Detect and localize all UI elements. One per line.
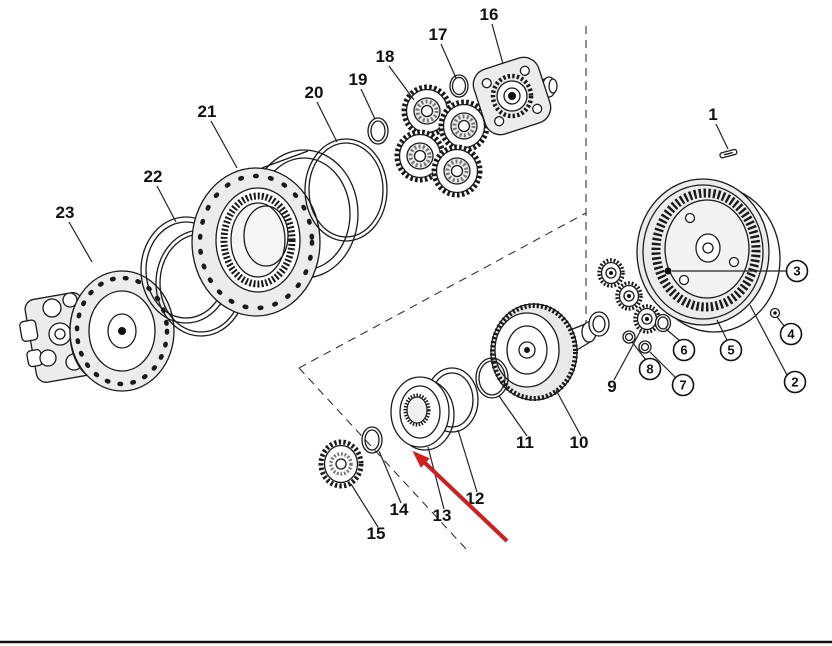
svg-text:5: 5 (727, 343, 734, 358)
part-21-gearbox-housing-drum (191, 149, 359, 317)
svg-text:7: 7 (679, 378, 686, 393)
callout-circled-6: 6 (672, 338, 696, 362)
callout-23: 23 (56, 203, 75, 222)
part-20-ring (304, 138, 388, 242)
callout-circled-3: 3 (785, 259, 809, 283)
part-17-ring (449, 74, 469, 98)
part-9-bearing-gears (597, 258, 661, 334)
callout-15: 15 (367, 524, 386, 543)
callouts-plain: 16 17 18 19 20 21 22 23 1 9 10 11 12 13 … (56, 5, 718, 543)
callout-21: 21 (198, 102, 217, 121)
part-16-carrier-plate (472, 56, 558, 136)
red-arrow (412, 450, 509, 543)
leader-lines (68, 23, 788, 528)
part-14-ring (361, 426, 383, 454)
svg-text:4: 4 (787, 327, 795, 342)
callout-20: 20 (305, 83, 324, 102)
part-10-gear-drum (490, 303, 610, 401)
callout-11: 11 (516, 433, 534, 452)
callout-circled-7: 7 (671, 373, 695, 397)
callout-circled-4: 4 (779, 322, 803, 346)
callout-circled-8: 8 (638, 357, 662, 381)
parts-6-7-8-washers (622, 313, 672, 354)
part-2-5-cover-housing (636, 178, 781, 333)
plug-part-4 (769, 307, 781, 319)
part-1-pin (719, 148, 738, 159)
callouts-circled: 3 4 5 6 2 8 7 (638, 259, 809, 397)
callout-9: 9 (607, 377, 616, 396)
section-dashed-lines (298, 26, 587, 550)
svg-text:2: 2 (791, 375, 798, 390)
callout-17: 17 (429, 25, 448, 44)
svg-text:6: 6 (680, 343, 687, 358)
red-arrow-head (412, 450, 430, 468)
part-13-thrust-plate (390, 376, 455, 451)
callout-18: 18 (376, 47, 395, 66)
part-11-ring (475, 357, 509, 399)
callout-13: 13 (433, 506, 452, 525)
callout-12: 12 (466, 489, 485, 508)
part-23-hydraulic-motor (19, 270, 175, 392)
callout-circled-2: 2 (783, 370, 807, 394)
callout-circled-5: 5 (719, 338, 743, 362)
part-18-planetary-gears (394, 84, 490, 198)
svg-text:8: 8 (646, 362, 653, 377)
callout-1: 1 (708, 105, 717, 124)
plug-dot-part-3 (664, 267, 672, 275)
callout-22: 22 (144, 167, 163, 186)
svg-text:3: 3 (793, 264, 800, 279)
callout-14: 14 (390, 500, 409, 519)
red-arrow-shaft (422, 460, 509, 543)
callout-10: 10 (570, 433, 589, 452)
callout-16: 16 (480, 5, 499, 24)
callout-19: 19 (349, 70, 368, 89)
part-15-sun-gear (318, 439, 364, 489)
part-19-ring (367, 117, 389, 145)
